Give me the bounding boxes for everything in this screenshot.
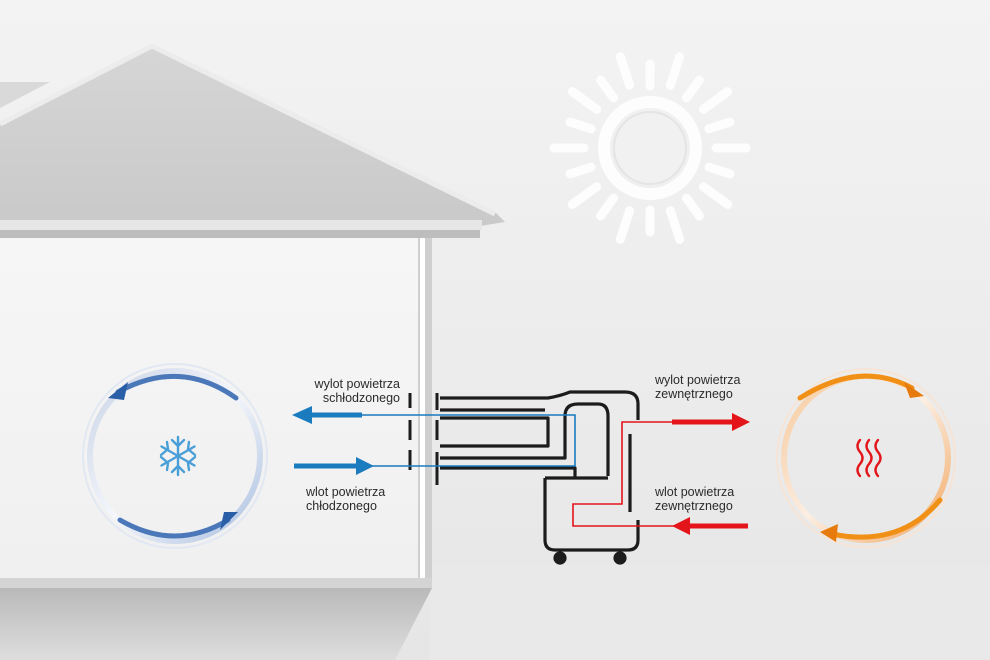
- duct-lower: [440, 466, 577, 478]
- roof-back: [0, 82, 50, 108]
- label-cooled-outlet: wylot powietrza schłodzonego: [298, 377, 400, 405]
- house: [0, 43, 505, 660]
- sun-ray: [615, 206, 635, 244]
- roof: [0, 44, 505, 226]
- sun-ray: [596, 75, 619, 103]
- sun-ray: [704, 162, 735, 179]
- outdoor-heat-cycle: [776, 368, 956, 548]
- label-external-inlet: wlot powietrza zewnętrznego: [655, 485, 734, 513]
- snowflake-icon: [159, 435, 197, 477]
- sun-ray: [565, 117, 596, 134]
- label-external-outlet: wylot powietrza zewnętrznego: [655, 373, 740, 401]
- sun-ray: [665, 206, 685, 244]
- house-base: [0, 578, 432, 588]
- sun-ray: [665, 52, 685, 90]
- sun-ray: [596, 193, 619, 221]
- cold-cycle-arrow-bottom: [117, 517, 231, 539]
- label-cooled-inlet-line1: wlot powietrza: [306, 485, 386, 499]
- unit-wheel-left: [553, 551, 567, 565]
- sun-ray: [698, 182, 733, 209]
- label-cooled-outlet-line1: wylot powietrza: [314, 377, 400, 391]
- label-cooled-inlet-line2: chłodzonego: [306, 499, 377, 513]
- warm-cycle-arrow-bottom: [829, 497, 943, 540]
- sun-ray: [698, 87, 733, 114]
- label-external-outlet-line2: zewnętrznego: [655, 387, 733, 401]
- cold-air-flow: [292, 406, 576, 475]
- label-external-inlet-line2: zewnętrznego: [655, 499, 733, 513]
- sun-ray: [704, 117, 735, 134]
- label-cooled-outlet-line2: schłodzonego: [322, 391, 400, 405]
- sun-ray: [565, 162, 596, 179]
- sun-ray: [615, 52, 635, 90]
- label-external-inlet-line1: wlot powietrza: [655, 485, 735, 499]
- heat-waves-icon: [856, 438, 882, 478]
- ground-shadow: [0, 588, 432, 660]
- duct-outer: [440, 390, 640, 420]
- hot-air-flow: [572, 413, 750, 535]
- cold-air-loop: [358, 414, 576, 467]
- roof-eave: [0, 220, 482, 230]
- indoor-cooling-cycle: [82, 363, 268, 549]
- warm-cycle-arrow-top: [797, 373, 915, 401]
- house-wall: [0, 238, 428, 580]
- hot-air-loop: [572, 421, 690, 527]
- label-cooled-inlet: wlot powietrza chłodzonego: [306, 485, 385, 513]
- sun-icon: [549, 52, 751, 244]
- wall-ports: [408, 393, 439, 485]
- cold-cycle-arrow-top: [115, 374, 239, 401]
- sun-ray: [681, 75, 704, 103]
- unit-wheel-right: [613, 551, 627, 565]
- outdoor-ground: [430, 565, 990, 660]
- sun-ray: [567, 182, 602, 209]
- sun-ray: [681, 193, 704, 221]
- portable-air-conditioner: [440, 390, 640, 565]
- sun-ray: [567, 87, 602, 114]
- label-external-outlet-line1: wylot powietrza: [655, 373, 741, 387]
- unit-body: [543, 476, 640, 552]
- duct-middle: [440, 416, 550, 448]
